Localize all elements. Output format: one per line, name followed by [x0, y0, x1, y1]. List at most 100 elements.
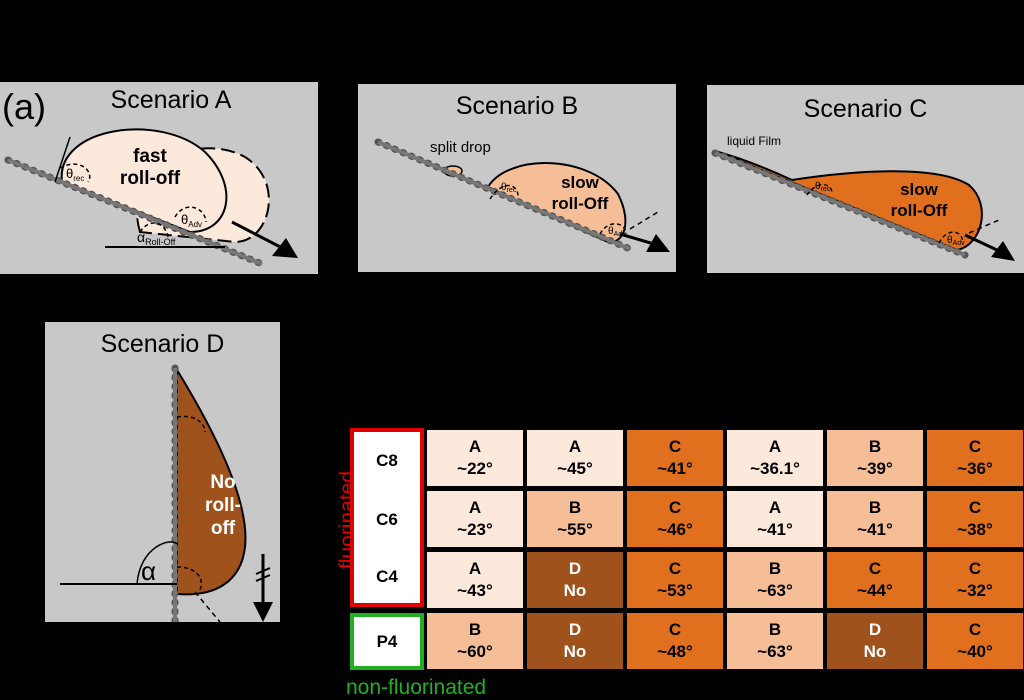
drop-b	[486, 162, 627, 244]
scenario-d-panel: Scenario D No roll- off α	[45, 322, 280, 622]
liquid-film-note: liquid Film	[727, 134, 781, 148]
scenario-b-title: Scenario B	[455, 92, 579, 120]
row-label-p4: P4	[350, 613, 424, 670]
table-cell: B~60°	[426, 612, 524, 670]
table-cell: C~40°	[926, 612, 1024, 670]
scenario-a-panel: Scenario A fast roll-off θrec θAdv αRoll…	[0, 82, 318, 274]
cell-angle: ~55°	[557, 520, 593, 539]
scenario-c-title: Scenario C	[803, 95, 928, 123]
table-cell: A ~43°	[426, 551, 524, 609]
cell-angle: ~23°	[457, 520, 493, 539]
cell-angle: ~32°	[957, 581, 993, 600]
cell-scenario: A	[568, 437, 582, 456]
cell-angle: ~48°	[657, 642, 693, 661]
cell-angle: ~60°	[457, 642, 493, 661]
arrow-a	[272, 238, 298, 258]
cell-scenario: D	[568, 559, 582, 578]
scenario-b-panel: Scenario B split drop slow roll-Off θrec…	[358, 84, 676, 272]
cell-scenario: C	[968, 559, 982, 578]
table-cell: C ~46°	[626, 490, 724, 548]
cell-scenario: A	[468, 498, 482, 517]
cell-angle: ~38°	[957, 520, 993, 539]
drop-a-label-2: roll-off	[120, 168, 181, 189]
cell-scenario: C	[968, 498, 982, 517]
table-cell: B ~41°	[826, 490, 924, 548]
table-cell: B~55°	[526, 490, 624, 548]
cell-scenario: C	[668, 559, 682, 578]
panel-label: (a)	[2, 86, 46, 127]
cell-scenario: C	[868, 559, 882, 578]
cell-angle: ~36.1°	[750, 459, 800, 478]
row-label-c8: C8	[350, 428, 424, 489]
table-cell: C ~53°	[626, 551, 724, 609]
cell-scenario: B	[868, 498, 882, 517]
cell-angle: ~22°	[457, 459, 493, 478]
cell-angle: ~45°	[557, 459, 593, 478]
cell-angle: ~41°	[657, 459, 693, 478]
cell-scenario: D	[868, 620, 882, 639]
theta-rec-a: θrec	[66, 166, 84, 183]
drop-c-label-1: slow	[900, 180, 939, 199]
table-cell: B ~39°	[826, 429, 924, 487]
table-cell: D No	[826, 612, 924, 670]
cell-angle: ~44°	[857, 581, 893, 600]
table-cell: A ~23°	[426, 490, 524, 548]
table-cell: A ~45°	[526, 429, 624, 487]
table-cell: C ~41°	[626, 429, 724, 487]
table-cell: C ~36°	[926, 429, 1024, 487]
table-cell: B~63°	[726, 612, 824, 670]
drop-a-label-1: fast	[133, 146, 167, 167]
cell-scenario: B	[868, 437, 882, 456]
cell-scenario: C	[668, 498, 682, 517]
drop-c-label-2: roll-Off	[891, 201, 948, 220]
cell-angle: ~43°	[457, 581, 493, 600]
split-drop-note: split drop	[430, 139, 491, 156]
cell-scenario: A	[468, 437, 482, 456]
drop-a	[60, 128, 228, 234]
table-cell: C ~32°	[926, 551, 1024, 609]
scenario-d-drawing: No roll- off α	[60, 364, 273, 622]
theta-rec-b: θrec	[501, 182, 517, 194]
table-cell: C ~38°	[926, 490, 1024, 548]
table-cell: D No	[526, 551, 624, 609]
row-label-c4: C4	[350, 550, 424, 607]
cell-angle: ~36°	[957, 459, 993, 478]
cell-scenario: A	[768, 498, 782, 517]
cell-angle: ~46°	[657, 520, 693, 539]
drop-c	[714, 150, 983, 252]
arrow-b	[646, 234, 670, 252]
table-cell: C~48°	[626, 612, 724, 670]
cell-scenario: A	[768, 437, 782, 456]
cell-angle: ~63°	[757, 581, 793, 600]
table-cell: A ~41°	[726, 490, 824, 548]
cell-angle: ~41°	[857, 520, 893, 539]
cell-scenario: C	[668, 437, 682, 456]
cell-scenario: A	[468, 559, 482, 578]
cell-angle: No	[863, 642, 887, 661]
cell-scenario: B	[768, 620, 782, 639]
theta-adv-c: θAdv	[947, 235, 965, 247]
arrow-c	[991, 241, 1015, 261]
non-fluorinated-label: non-fluorinated	[346, 676, 487, 699]
theta-rec-c: θrec	[815, 181, 831, 193]
alpha-a: αRoll-Off	[137, 229, 176, 247]
cell-scenario: C	[968, 437, 982, 456]
scenario-d-title: Scenario D	[100, 330, 225, 358]
drop-b-label-1: slow	[561, 173, 600, 192]
scenario-c-panel: Scenario C liquid Film slow roll-Off θre…	[707, 85, 1024, 273]
table-cell: A ~22°	[426, 429, 524, 487]
cell-angle: ~39°	[857, 459, 893, 478]
scenario-a-drawing: fast roll-off θrec θAdv αRoll-Off	[4, 128, 298, 268]
drop-b-label-2: roll-Off	[552, 194, 609, 213]
table-cell: C ~44°	[826, 551, 924, 609]
cell-scenario: C	[968, 620, 982, 639]
cell-scenario: D	[568, 620, 582, 639]
theta-adv-a: θAdv	[181, 212, 202, 229]
cell-angle: No	[563, 581, 587, 600]
drop-d-label-1: No	[210, 472, 235, 493]
arrow-d	[253, 602, 273, 622]
cell-angle: ~41°	[757, 520, 793, 539]
drop-d-label-2: roll-	[205, 495, 241, 516]
cell-angle: ~53°	[657, 581, 693, 600]
